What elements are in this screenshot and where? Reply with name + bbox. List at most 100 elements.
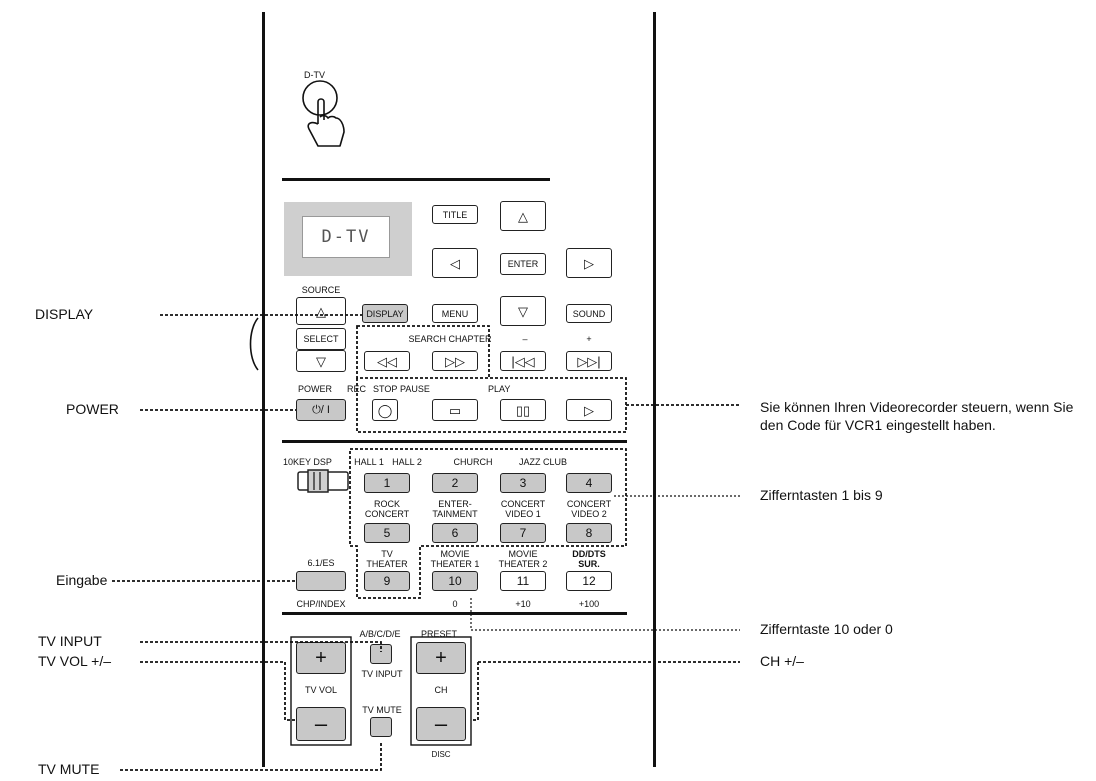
play-label: PLAY: [488, 384, 511, 394]
power-button[interactable]: ⏻/ I: [296, 399, 346, 421]
minus-icon: –: [314, 711, 328, 736]
select-label-box: SELECT: [296, 328, 346, 350]
ch-down-button[interactable]: –: [416, 707, 466, 741]
pause-icon: ▯▯: [515, 402, 531, 418]
callout-ch: CH +/–: [760, 653, 804, 669]
left-arrow-button[interactable]: ◁: [432, 248, 478, 278]
es-input-button[interactable]: [296, 571, 346, 591]
mode-movie-theater1-label: MOVIE THEATER 1: [430, 549, 480, 569]
mode-movie-theater2-label: MOVIE THEATER 2: [498, 549, 548, 569]
key-10-sub-label: 0: [452, 599, 458, 609]
callout-power: POWER: [66, 401, 119, 417]
key-8[interactable]: 8: [566, 523, 612, 543]
search-forward-button[interactable]: ▷▷: [432, 351, 478, 371]
source-up-button[interactable]: △: [296, 297, 346, 325]
down-arrow-button[interactable]: ▽: [500, 296, 546, 326]
callout-digit-10: Zifferntaste 10 oder 0: [760, 621, 893, 637]
chp-index-label: CHP/INDEX: [296, 599, 346, 609]
right-arrow-button[interactable]: ▷: [566, 248, 612, 278]
switch-label: 10KEY DSP: [283, 457, 332, 467]
key-9[interactable]: 9: [364, 571, 410, 591]
ch-up-button[interactable]: +: [416, 642, 466, 674]
triangle-left-icon: ◁: [450, 255, 460, 271]
key-7[interactable]: 7: [500, 523, 546, 543]
disc-label: DISC: [431, 750, 451, 759]
title-button[interactable]: TITLE: [432, 205, 478, 224]
key-2[interactable]: 2: [432, 473, 478, 493]
minus-icon: –: [434, 711, 448, 736]
up-arrow-button[interactable]: △: [500, 201, 546, 231]
stop-label: STOP: [373, 384, 398, 394]
display-button[interactable]: DISPLAY: [362, 304, 408, 323]
pause-button[interactable]: ▯▯: [500, 399, 546, 421]
power-label: POWER: [298, 384, 333, 394]
abcde-label: A/B/C/D/E: [359, 629, 401, 639]
key-5[interactable]: 5: [364, 523, 410, 543]
mode-tv-theater-label: TV THEATER: [366, 549, 408, 569]
search-chapter-label: SEARCH CHAPTER: [408, 334, 492, 344]
triangle-right-icon: ▷: [584, 255, 594, 271]
key-12[interactable]: 12: [566, 571, 612, 591]
key-12-sub-label: +100: [578, 599, 600, 609]
mode-concert-video1-label: CONCERT VIDEO 1: [500, 499, 546, 519]
source-down-button[interactable]: ▽: [296, 350, 346, 372]
remote-left-edge: [262, 12, 265, 767]
callout-tv-mute: TV MUTE: [38, 761, 100, 777]
callout-tv-vol: TV VOL +/–: [38, 653, 112, 669]
preset-label: PRESET: [420, 629, 457, 639]
chapter-plus-label: +: [586, 334, 592, 344]
tv-mute-button[interactable]: [370, 717, 392, 737]
remote-right-edge: [653, 12, 656, 767]
triangle-up-icon: △: [518, 208, 528, 224]
key-1[interactable]: 1: [364, 473, 410, 493]
mode-dts-label: DD/DTS SUR.: [572, 549, 606, 569]
plus-icon: +: [435, 646, 447, 669]
callout-vcr-note: Sie können Ihren Videorecorder steuern, …: [760, 399, 1074, 433]
key-10[interactable]: 10: [432, 571, 478, 591]
lcd-screen-text: D-TV: [302, 216, 390, 258]
play-button[interactable]: ▷: [566, 399, 612, 421]
search-rewind-button[interactable]: ◁◁: [364, 351, 410, 371]
dtv-label: D-TV: [304, 70, 325, 80]
plus-icon: +: [315, 646, 327, 669]
tv-vol-down-button[interactable]: –: [296, 707, 346, 741]
fast-forward-icon: ▷▷: [445, 353, 465, 369]
key-11[interactable]: 11: [500, 571, 546, 591]
lcd-display-panel: D-TV: [284, 202, 412, 276]
sound-button[interactable]: SOUND: [566, 304, 612, 323]
chapter-previous-button[interactable]: |◁◁: [500, 351, 546, 371]
tv-input-button[interactable]: [370, 644, 392, 664]
mode-hall2-label: HALL 2: [392, 457, 422, 467]
skip-forward-icon: ▷▷|: [577, 353, 601, 369]
enter-button[interactable]: ENTER: [500, 253, 546, 275]
source-label: SOURCE: [301, 285, 341, 295]
rec-button[interactable]: ◯: [372, 399, 398, 421]
menu-button[interactable]: MENU: [432, 304, 478, 323]
mode-rock-label: ROCK CONCERT: [364, 499, 410, 519]
mode-church-label: CHURCH: [453, 457, 493, 467]
section-divider-1: [282, 178, 550, 181]
callout-eingabe: Eingabe: [56, 572, 108, 588]
callout-tv-input: TV INPUT: [38, 633, 102, 649]
key-3[interactable]: 3: [500, 473, 546, 493]
triangle-up-icon: △: [316, 303, 326, 319]
pause-label: PAUSE: [400, 384, 430, 394]
mode-concert-video2-label: CONCERT VIDEO 2: [566, 499, 612, 519]
mode-entertainment-label: ENTER- TAINMENT: [432, 499, 478, 519]
skip-back-icon: |◁◁: [511, 353, 535, 369]
chapter-next-button[interactable]: ▷▷|: [566, 351, 612, 371]
stop-button[interactable]: ▭: [432, 399, 478, 421]
tv-vol-up-button[interactable]: +: [296, 642, 346, 674]
triangle-down-icon: ▽: [518, 303, 528, 319]
tv-mute-label: TV MUTE: [362, 705, 402, 715]
key-6[interactable]: 6: [432, 523, 478, 543]
callout-digits-1-9: Zifferntasten 1 bis 9: [760, 487, 883, 503]
tv-input-label: TV INPUT: [361, 669, 403, 679]
key-4[interactable]: 4: [566, 473, 612, 493]
stop-icon: ▭: [448, 402, 462, 418]
